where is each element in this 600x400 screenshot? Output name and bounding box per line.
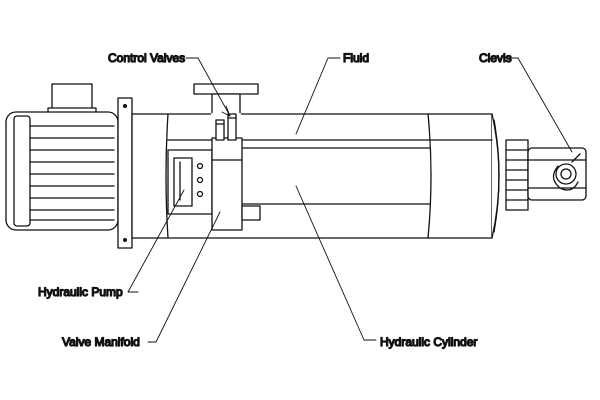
label-clevis: Clevis bbox=[479, 51, 512, 65]
leader-lines bbox=[127, 57, 573, 343]
label-fluid: Fluid bbox=[343, 51, 369, 65]
hydraulic-cylinder-tube bbox=[131, 113, 500, 239]
label-valve-manifold: Valve Manifold bbox=[62, 335, 140, 349]
rod-end-threads bbox=[505, 139, 529, 211]
clevis bbox=[527, 147, 587, 201]
label-hydraulic-pump: Hydraulic Pump bbox=[38, 285, 123, 299]
mounting-flange bbox=[117, 97, 133, 249]
valve-manifold bbox=[211, 113, 261, 231]
label-control-valves: Control Valves bbox=[108, 51, 185, 65]
label-hydraulic-cylinder: Hydraulic Cylinder bbox=[380, 335, 477, 349]
electric-motor bbox=[5, 83, 119, 231]
hydraulic-pump bbox=[167, 149, 213, 215]
